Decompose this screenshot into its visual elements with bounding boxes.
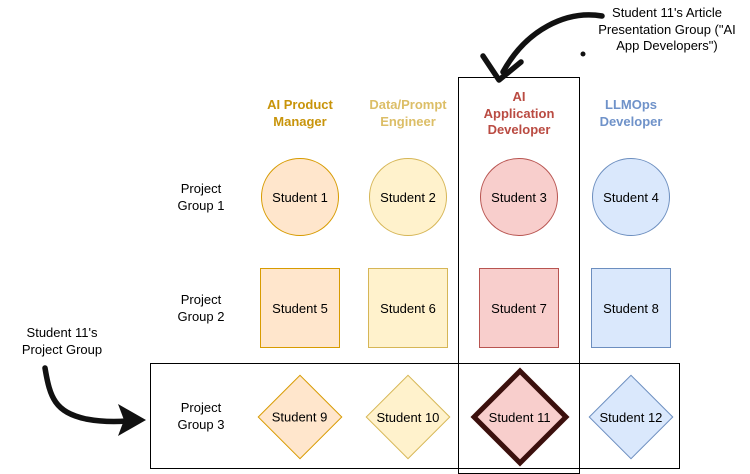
header-line: LLMOps: [605, 97, 657, 112]
header-line: Developer: [599, 113, 663, 129]
student-3-circle: Student 3: [480, 158, 558, 236]
annotation-line: Presentation Group ("AI: [598, 21, 736, 37]
student-label: Student 4: [603, 189, 659, 205]
annotation-line: Student 11's: [26, 325, 98, 340]
header-line: Data/Prompt: [369, 97, 447, 112]
arrow-tail-dot: [580, 51, 586, 57]
student-label: Student 8: [603, 300, 659, 316]
student-label: Student 5: [272, 300, 328, 316]
annotation-line: Student 11's Article: [612, 5, 722, 20]
student-1-circle: Student 1: [261, 158, 339, 236]
student-label: Student 2: [380, 189, 436, 205]
column-header-data-prompt-engineer: Data/Prompt Engineer: [348, 97, 468, 130]
student-label: Student 7: [491, 300, 547, 316]
student-5-square: Student 5: [260, 268, 340, 348]
annotation-line: Project Group: [21, 341, 103, 357]
student-7-square: Student 7: [479, 268, 559, 348]
header-line: Application: [483, 105, 555, 121]
header-line: Manager: [273, 113, 327, 129]
column-header-ai-application-developer: AI Application Developer: [459, 89, 579, 139]
row-label-line: Project: [180, 181, 222, 196]
student-6-square: Student 6: [368, 268, 448, 348]
header-line: Developer: [487, 122, 551, 138]
row-label-project-group-3: Project Group 3: [156, 400, 246, 434]
row-label-line: Group 3: [177, 416, 225, 432]
arrow-to-project-row: [42, 365, 130, 425]
annotation-presentation-group: Student 11's Article Presentation Group …: [588, 5, 746, 55]
annotation-project-group: Student 11's Project Group: [6, 325, 118, 358]
student-label: Student 6: [380, 300, 436, 316]
row-label-line: Project: [180, 400, 222, 415]
row-label-line: Group 2: [177, 308, 225, 324]
student-label: Student 1: [272, 189, 328, 205]
student-label: Student 9: [272, 409, 328, 425]
student-label: Student 12: [599, 409, 663, 425]
student-label: Student 3: [491, 189, 547, 205]
student-label: Student 11: [489, 409, 551, 425]
student-4-circle: Student 4: [592, 158, 670, 236]
header-line: Engineer: [380, 113, 436, 129]
student-label: Student 10: [376, 409, 440, 425]
project-group-3-outline: [150, 363, 680, 469]
header-line: AI: [512, 89, 526, 104]
student-2-circle: Student 2: [369, 158, 447, 236]
annotation-line: App Developers"): [616, 38, 718, 54]
column-header-llmops-developer: LLMOps Developer: [571, 97, 691, 130]
header-line: AI Product: [267, 97, 333, 112]
student-8-square: Student 8: [591, 268, 671, 348]
column-header-ai-product-manager: AI Product Manager: [240, 97, 360, 130]
arrowhead-right-icon: [118, 404, 146, 436]
row-label-project-group-1: Project Group 1: [156, 181, 246, 215]
row-label-project-group-2: Project Group 2: [156, 292, 246, 326]
row-label-line: Group 1: [177, 197, 225, 213]
row-label-line: Project: [180, 292, 222, 307]
